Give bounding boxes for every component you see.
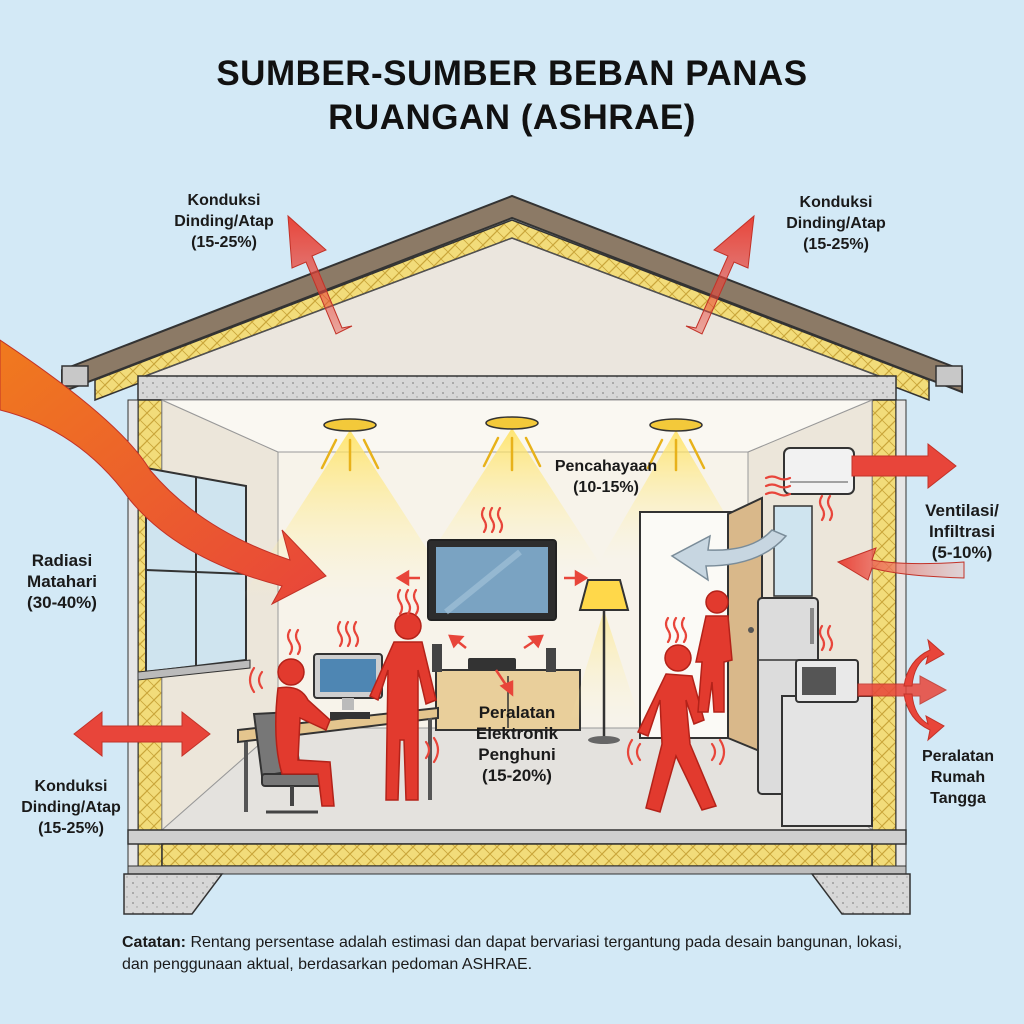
- television: [428, 540, 556, 620]
- label-electronics-occupants: Peralatan Elektronik Penghuni (15-20%): [452, 702, 582, 786]
- page-title: SUMBER-SUMBER BEBAN PANAS RUANGAN (ASHRA…: [0, 52, 1024, 140]
- label-line: Elektronik: [452, 723, 582, 744]
- label-line: (30-40%): [12, 592, 112, 613]
- label-line: Konduksi: [124, 190, 324, 211]
- footnote-text: Rentang persentase adalah estimasi dan d…: [122, 934, 902, 973]
- label-household-appliances: Peralatan Rumah Tangga: [900, 746, 1016, 809]
- label-line: (10-15%): [526, 477, 686, 498]
- footnote-prefix: Catatan:: [122, 934, 186, 951]
- title-line-2: RUANGAN (ASHRAE): [0, 96, 1024, 140]
- label-roof-conduction-left: Konduksi Dinding/Atap (15-25%): [124, 190, 324, 253]
- label-line: Tangga: [900, 788, 1016, 809]
- label-solar-radiation: Radiasi Matahari (30-40%): [12, 550, 112, 613]
- label-line: Konduksi: [736, 192, 936, 213]
- label-wall-conduction: Konduksi Dinding/Atap (15-25%): [6, 776, 136, 839]
- label-line: Ventilasi/: [904, 500, 1020, 521]
- label-line: Matahari: [12, 571, 112, 592]
- label-line: Dinding/Atap: [736, 213, 936, 234]
- label-line: Peralatan: [452, 702, 582, 723]
- label-line: (15-20%): [452, 765, 582, 786]
- ceiling-slab: [138, 376, 896, 400]
- label-line: Radiasi: [12, 550, 112, 571]
- floor-foundation: [124, 830, 910, 914]
- label-line: Pencahayaan: [526, 456, 686, 477]
- label-line: (5-10%): [904, 542, 1020, 563]
- label-line: Rumah: [900, 767, 1016, 788]
- label-lighting: Pencahayaan (10-15%): [526, 456, 686, 498]
- air-conditioner: [784, 448, 854, 494]
- title-line-1: SUMBER-SUMBER BEBAN PANAS: [0, 52, 1024, 96]
- label-line: (15-25%): [124, 232, 324, 253]
- label-line: (15-25%): [736, 234, 936, 255]
- label-ventilation: Ventilasi/ Infiltrasi (5-10%): [904, 500, 1020, 563]
- label-line: Dinding/Atap: [124, 211, 324, 232]
- label-line: Peralatan: [900, 746, 1016, 767]
- label-line: Dinding/Atap: [6, 797, 136, 818]
- label-line: Infiltrasi: [904, 521, 1020, 542]
- footnote: Catatan: Rentang persentase adalah estim…: [122, 932, 922, 976]
- label-line: Konduksi: [6, 776, 136, 797]
- label-line: (15-25%): [6, 818, 136, 839]
- label-roof-conduction-right: Konduksi Dinding/Atap (15-25%): [736, 192, 936, 255]
- label-line: Penghuni: [452, 744, 582, 765]
